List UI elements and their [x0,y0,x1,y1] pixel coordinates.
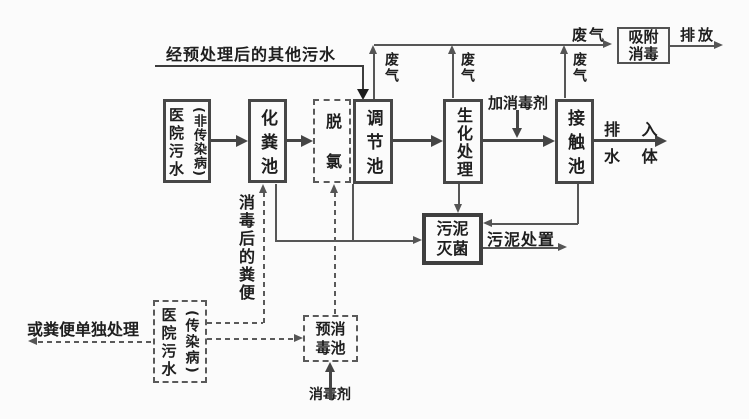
pretreated-inflow-line-h [155,65,364,67]
sludge-main-line-h [275,240,414,242]
feces-return-line-v [263,192,265,323]
waste-gas-top-label: 废气 [572,26,607,44]
emission-arrow-right-icon [714,41,723,49]
disinfectant-feed-line [329,372,332,400]
pretreated-inflow-line-v [362,65,364,91]
contact-tank-label: 接触池 [564,109,584,181]
dechlorination-label: 脱氯 [323,113,342,193]
sludge-from-biochemical-line-v [458,184,460,205]
feces-separate-line [38,341,153,343]
add-disinfectant-label: 加消毒剂 [488,94,549,112]
sludge-sterilization-line1: 污泥 [436,219,469,238]
flow-biochemical-to-contact-line [483,139,544,142]
flow-biochemical-to-contact-arrow-icon [543,135,555,147]
septic-tank-label: 化粪池 [257,108,277,181]
sludge-from-regulating-line-v [352,184,354,241]
pretreated-inflow-arrow-down-icon [357,89,369,100]
sludge-disposal-line [483,247,559,249]
waste-gas-contact-label: 废气 [571,52,587,84]
sludge-from-contact-line-v [577,184,579,224]
flow-regulating-to-biochemical-line [393,139,432,142]
pre-disinfection-tank-box: 预消 毒池 [303,315,358,362]
waste-gas-collection-line [374,44,603,46]
regulating-tank-label: 调节池 [362,109,383,181]
add-disinfectant-arrow-down-icon [512,128,522,138]
waste-gas-biochemical-label: 废气 [459,52,475,84]
disinfected-feces-label: 消毒后的粪便 [236,194,255,302]
waste-gas-regulating-label: 废气 [383,52,399,84]
gas-riser-regulating-arrow-up-icon [369,45,377,54]
flow-noninfectious-to-septic-arrow-icon [236,135,248,147]
disinfectant-feed-arrow-up-icon [325,362,335,372]
biochemical-treatment-label: 生化处理 [454,106,473,179]
flow-noninfectious-to-septic-line [211,139,237,142]
sludge-from-septic-line-v [275,184,277,241]
gas-riser-contact-arrow-up-icon [560,45,568,54]
waste-gas-to-adsorption-arrow-icon [603,40,612,48]
sludge-into-sterilization-arrow-icon [413,236,422,244]
infectious-to-predisinfection-arrow-icon [294,334,303,342]
sludge-sterilization-line2: 灭菌 [436,239,469,258]
septic-tank-box: 化粪池 [248,99,287,183]
flow-septic-to-dechlorination-line [287,139,306,142]
feces-separate-arrow-left-icon [28,337,37,345]
infectious-to-predisinfection-line [207,338,294,340]
predisinfection-to-dechlorination-line [334,192,336,315]
flow-contact-to-water-arrow-icon [655,135,667,147]
hospital-noninfectious-main-text: 医院污水 [167,106,185,179]
flow-contact-to-water-line [594,139,656,142]
sludge-from-contact-line-h [491,223,578,225]
hospital-infectious-note-text: (传染病) [183,310,200,375]
adsorption-disinfection-box: 吸附 消毒 [617,27,670,64]
pre-disinfection-tank-line2: 毒池 [315,338,346,357]
dechlorination-box: 脱氯 [313,99,351,193]
pre-disinfection-tank-line1: 预消 [315,319,346,338]
hospital-noninfectious-note-text: (非传染病) [191,106,206,177]
gas-riser-contact-line [564,50,566,98]
feces-return-arrow-up-icon [259,184,267,193]
pretreated-other-sewage-label: 经预处理后的其他污水 [166,45,337,64]
adsorption-disinfection-line1: 吸附 [628,27,659,46]
biochemical-treatment-box: 生化处理 [443,99,483,184]
sludge-disposal-arrow-right-icon [558,243,567,251]
hospital-infectious-sewage-box: 医院污水 (传染病) [153,300,207,383]
discharge-to-water-label-line1: 排 入 [604,120,666,139]
sludge-from-contact-arrow-left-icon [483,219,492,227]
add-disinfectant-line [516,110,519,129]
gas-riser-biochemical-arrow-up-icon [448,45,456,54]
discharge-to-water-label-line2: 水 体 [604,147,666,166]
predisinfection-to-dechlorination-arrow-up-icon [330,184,338,193]
gas-riser-regulating-line [373,50,375,99]
adsorption-disinfection-line2: 消毒 [628,44,659,63]
sludge-sterilization-box: 污泥 灭菌 [422,213,483,265]
emission-label: 排放 [680,26,717,44]
sludge-from-biochemical-arrow-down-icon [454,204,462,213]
flow-septic-to-dechlorination-arrow-icon [301,135,313,147]
contact-tank-box: 接触池 [555,99,594,184]
gas-riser-biochemical-line [452,50,454,98]
emission-line [670,45,716,47]
hospital-noninfectious-sewage-box: 医院污水 (非传染病) [163,99,211,183]
flow-regulating-to-biochemical-arrow-icon [431,135,443,147]
sludge-disposal-label: 污泥处置 [487,230,556,249]
regulating-tank-box: 调节池 [353,99,393,184]
or-feces-separate-treatment-label: 或粪便单独处理 [27,320,140,339]
hospital-infectious-main-text: 医院污水 [159,307,178,379]
feces-return-line-h [207,322,263,324]
